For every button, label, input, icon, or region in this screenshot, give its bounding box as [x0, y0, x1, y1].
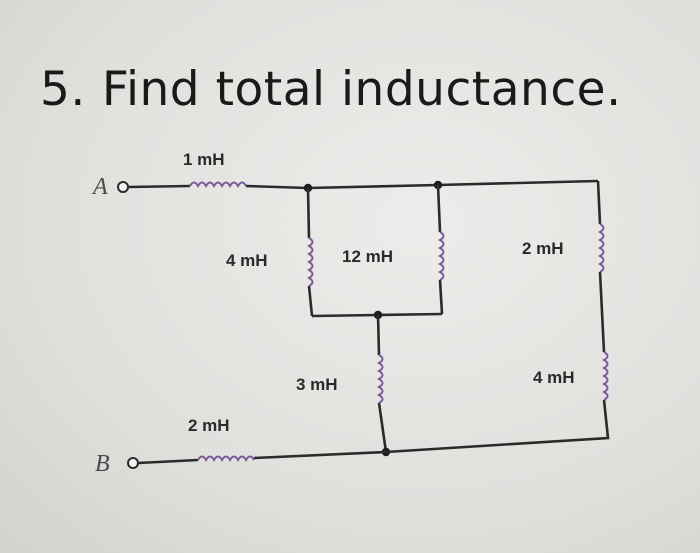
- wire-4mH-bottom: [307, 285, 314, 317]
- inductor-3mH: [376, 354, 384, 404]
- terminal-b: [127, 457, 139, 469]
- inductor-4mH-a: [306, 237, 314, 287]
- terminal-a-label: A: [91, 174, 108, 200]
- wire-3mH-bottom: [377, 402, 388, 453]
- inductor-2mH-right: [597, 223, 605, 273]
- wire-4mH-top: [306, 187, 311, 239]
- label-2mH-bottom: 2 mH: [188, 416, 230, 435]
- problem-title: 5. Find total inductance.: [40, 62, 622, 117]
- label-1mH: 1 mH: [183, 150, 225, 169]
- wire-a-lead: [127, 184, 191, 189]
- label-3mH: 3 mH: [296, 375, 338, 394]
- terminal-b-label: B: [95, 451, 110, 477]
- label-4mH-a: 4 mH: [226, 251, 268, 270]
- wire-right-mid: [598, 271, 606, 353]
- terminal-a: [117, 181, 129, 193]
- label-12mH: 12 mH: [342, 247, 393, 266]
- wire-3mH-top: [376, 314, 381, 356]
- label-4mH-b: 4 mH: [533, 368, 575, 387]
- wire-right-top: [596, 180, 602, 225]
- problem-text: Find total inductance.: [101, 62, 622, 117]
- inductor-12mH: [437, 231, 445, 281]
- inductor-1mH: [189, 181, 247, 189]
- problem-number: 5.: [40, 62, 86, 117]
- inductor-2mH-bottom: [197, 455, 255, 463]
- label-2mH-right: 2 mH: [522, 239, 564, 258]
- wire-12mH-top: [436, 184, 442, 233]
- wire-right-bottom: [385, 399, 610, 454]
- wire-12mH-bottom: [438, 279, 444, 315]
- wire-bottom: [253, 450, 387, 460]
- wire-top: [245, 179, 599, 190]
- wire-b-lead: [137, 458, 199, 465]
- inductor-4mH-b: [601, 351, 609, 401]
